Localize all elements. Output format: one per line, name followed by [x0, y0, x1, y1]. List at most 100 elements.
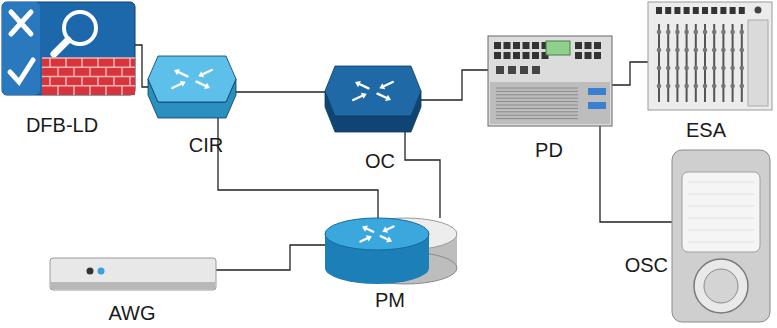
fader-slot [667, 24, 669, 102]
mortar-line [81, 58, 83, 67]
knob-dot [694, 30, 699, 35]
vent [496, 94, 578, 95]
knob-dot [740, 84, 745, 89]
mortar-line [73, 67, 75, 76]
fiber-link [405, 132, 440, 218]
knob-dot [657, 30, 662, 35]
port [508, 66, 516, 74]
device-body [2, 2, 135, 95]
mortar-line [57, 86, 59, 95]
arrow-head [382, 227, 388, 233]
device-icon [672, 150, 770, 322]
mortar-line [97, 58, 99, 67]
knob-dot [730, 30, 735, 35]
mortar-line [49, 58, 51, 67]
knob-dot [755, 7, 762, 14]
window-stripe [688, 182, 754, 183]
port [532, 66, 540, 74]
knob [665, 7, 671, 14]
knob-dot [684, 66, 689, 71]
knob-dot [721, 30, 726, 35]
rack-body [488, 36, 612, 126]
brick-wall [42, 58, 135, 95]
device-label: OC [365, 150, 395, 172]
mortar-line [89, 86, 91, 95]
port [585, 42, 592, 49]
vent [496, 111, 578, 112]
device-icon [2, 2, 135, 95]
housing [672, 150, 770, 322]
knob [684, 7, 690, 14]
knob-dot [730, 48, 735, 53]
knob-dot [684, 84, 689, 89]
knob-dot [740, 66, 745, 71]
knob [702, 7, 708, 14]
knob-dot [703, 48, 708, 53]
window-stripe [688, 194, 754, 195]
spectrum-analyzer: ESA [648, 2, 772, 110]
port [520, 66, 528, 74]
knob [730, 7, 736, 14]
fiber-link [612, 62, 648, 85]
coupler: OC [325, 66, 421, 132]
side-panel [748, 20, 768, 106]
mortar-line [105, 86, 107, 95]
device-label: OSC [625, 254, 668, 276]
device-label: AWG [108, 302, 155, 324]
knob-dot [694, 48, 699, 53]
port [494, 42, 501, 49]
device-label: PD [535, 139, 563, 161]
arrow-head [174, 69, 180, 75]
vent [496, 101, 578, 102]
vent [496, 118, 578, 119]
mortar-line [113, 77, 115, 86]
magnifier-handle [54, 40, 68, 54]
lens [704, 269, 738, 303]
knob-dot [666, 30, 671, 35]
arrow-head [379, 83, 385, 89]
knob-dot [684, 30, 689, 35]
port [523, 52, 530, 59]
knob-dot [740, 48, 745, 53]
fiber-link [421, 70, 488, 100]
knob [720, 7, 726, 14]
arrow-head [204, 83, 210, 89]
hex-top [148, 56, 236, 102]
knob-dot [721, 66, 726, 71]
device-icon [325, 66, 421, 132]
port [494, 52, 501, 59]
indicator [98, 268, 105, 275]
led [588, 102, 606, 109]
lens-ring [694, 259, 748, 313]
fiber-link [236, 91, 325, 92]
photodetector: PD [488, 36, 612, 126]
port [504, 42, 511, 49]
fiber-link [216, 245, 325, 270]
check-mark [10, 60, 33, 82]
mortar-line [121, 67, 123, 76]
port [594, 52, 601, 59]
fader-slot [686, 24, 688, 102]
knob-dot [740, 30, 745, 35]
laser-source: DFB-LD [2, 2, 135, 95]
mortar-line [42, 85, 135, 87]
port [513, 42, 520, 49]
window-stripe [688, 242, 754, 243]
hex-top [325, 66, 421, 116]
knob [656, 7, 662, 14]
port [504, 52, 511, 59]
port [523, 42, 530, 49]
device-icon [648, 2, 772, 110]
port [532, 42, 539, 49]
port [575, 52, 582, 59]
device-strip [2, 2, 40, 95]
fader-slot [704, 24, 706, 102]
port [594, 42, 601, 49]
knob-dot [666, 48, 671, 53]
device-icon [148, 56, 236, 118]
mortar-line [42, 67, 135, 69]
knob-dot [675, 48, 680, 53]
device-icon [325, 218, 457, 284]
fader-slot [695, 24, 697, 102]
fader-slot [676, 24, 678, 102]
